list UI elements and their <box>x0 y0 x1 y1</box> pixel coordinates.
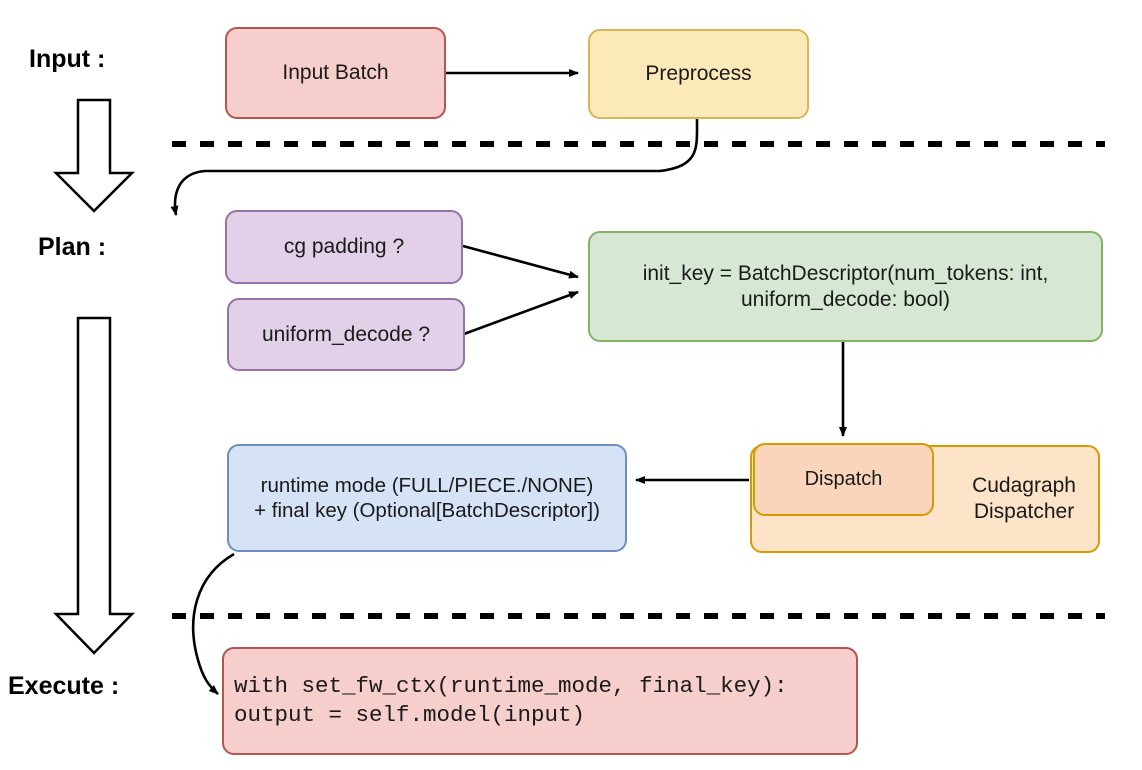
plan-to-execute-arrow <box>53 316 135 655</box>
node-input-batch-label: Input Batch <box>282 61 389 85</box>
node-preprocess[interactable]: Preprocess <box>588 29 809 119</box>
node-execute-code[interactable]: with set_fw_ctx(runtime_mode, final_key)… <box>222 647 858 755</box>
node-execute-code-label: with set_fw_ctx(runtime_mode, final_key)… <box>234 672 788 728</box>
node-dispatch-label: Dispatch <box>804 468 883 491</box>
stage-label-plan: Plan : <box>38 233 107 261</box>
input-to-plan-arrow <box>52 98 136 213</box>
stage-label-input: Input : <box>29 45 106 73</box>
node-init-key[interactable]: init_key = BatchDescriptor(num_tokens: i… <box>588 231 1103 342</box>
cg-padding-to-init-key-edge <box>462 244 579 279</box>
node-uniform-decode[interactable]: uniform_decode ? <box>227 298 465 371</box>
stage-label-execute: Execute : <box>8 672 120 700</box>
node-runtime-mode[interactable]: runtime mode (FULL/PIECE./NONE) + final … <box>227 444 627 552</box>
node-dispatch[interactable]: Dispatch <box>753 443 934 516</box>
node-runtime-mode-label: runtime mode (FULL/PIECE./NONE) + final … <box>254 474 600 522</box>
node-cg-padding-label: cg padding ? <box>283 235 405 259</box>
node-input-batch[interactable]: Input Batch <box>225 27 446 119</box>
node-uniform-decode-label: uniform_decode ? <box>261 322 431 346</box>
node-init-key-label: init_key = BatchDescriptor(num_tokens: i… <box>642 261 1049 311</box>
preprocess-to-cg-padding-edge <box>170 118 699 216</box>
node-cudagraph-dispatcher-label: Cudagraph Dispatcher <box>972 474 1076 523</box>
node-preprocess-label: Preprocess <box>645 62 752 86</box>
uniform-decode-to-init-key-edge <box>463 290 579 336</box>
node-cg-padding[interactable]: cg padding ? <box>225 210 463 284</box>
